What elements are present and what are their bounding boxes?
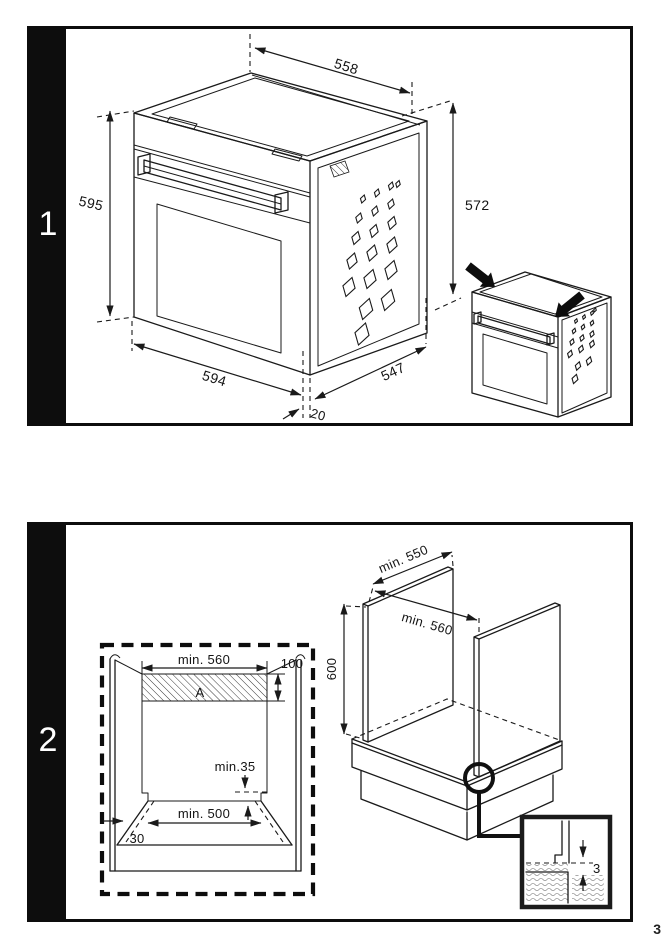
oven-large-drawing: [133, 72, 428, 376]
dim-side-depth: 547: [314, 298, 427, 400]
figure-2-sidebar: 2: [30, 525, 66, 919]
dim-label-niche-width: min. 560: [178, 652, 230, 667]
detail-callout-connector: [477, 792, 522, 838]
grip-arrow-left: [465, 262, 495, 287]
cabinet-section-hatch: [526, 872, 568, 903]
dim-inner-width-iso: min. 560: [374, 590, 480, 638]
dim-label-front-height: 595: [77, 193, 105, 214]
figure-1-panel: 1: [27, 26, 633, 426]
dim-label-gap: 3: [593, 861, 601, 876]
figure-2-panel: 2 A min. 560: [27, 522, 633, 922]
dim-label-top-clearance: 100: [281, 656, 304, 671]
dim-label-rear-height: 572: [465, 197, 490, 213]
dim-label-side-depth: 547: [378, 359, 407, 384]
dim-label-plinth-recess: 30: [129, 831, 144, 846]
figure-2-number: 2: [38, 721, 58, 759]
niche-front-view: A min. 560 100: [99, 642, 316, 897]
dim-label-top-width: 558: [332, 55, 360, 77]
dim-base-width: min. 500: [147, 806, 262, 827]
vent-area-label: A: [196, 685, 205, 700]
dim-top-clearance: 100: [274, 656, 304, 702]
dim-label-rear-clearance: min.35: [215, 759, 256, 774]
figure-1-drawing: 595 558 572 594: [77, 34, 612, 423]
oven-small-drawing: [471, 271, 612, 418]
dim-label-side-depth-iso: min. 550: [376, 542, 430, 576]
dashed-boundary: [99, 642, 316, 897]
figure-1-number: 1: [38, 205, 58, 243]
dim-gap: 3: [579, 840, 601, 891]
dim-niche-height: 600: [324, 603, 367, 739]
grip-arrow-right: [555, 291, 585, 317]
figure-1-sidebar: 1: [30, 29, 66, 423]
gap-detail-inset: 3: [519, 814, 613, 910]
page-number: 3: [653, 921, 661, 937]
dim-front-width: 594: [131, 321, 302, 396]
dim-label-front-width: 594: [200, 367, 228, 389]
dim-niche-width: min. 560: [141, 652, 268, 672]
side-vent-grille: [329, 160, 350, 178]
dim-top-width: 558: [249, 34, 413, 116]
dim-plinth-recess: 30: [103, 817, 144, 846]
worktop-section-hatch: [526, 864, 568, 872]
dim-front-height: 595: [77, 110, 135, 323]
dim-rear-clearance: min.35: [215, 759, 271, 820]
dim-label-front-overhang: 20: [309, 405, 327, 423]
dim-label-base-width: min. 500: [178, 806, 230, 821]
niche-iso-view: min. 550 min. 560 600: [324, 542, 563, 841]
transport-grip-arrows: [465, 262, 585, 317]
figure-2-drawing: A min. 560 100: [99, 542, 613, 910]
dim-label-niche-height: 600: [324, 658, 339, 681]
dim-front-overhang: 20: [282, 351, 327, 423]
dim-label-inner-width-iso: min. 560: [400, 609, 454, 638]
side-vent-diamonds-small: [568, 306, 598, 384]
dim-rear-height: 572: [401, 100, 490, 311]
panel-section-hatch: [572, 875, 604, 903]
side-vent-diamonds: [343, 178, 400, 346]
vent-area-hatch: [141, 673, 268, 702]
